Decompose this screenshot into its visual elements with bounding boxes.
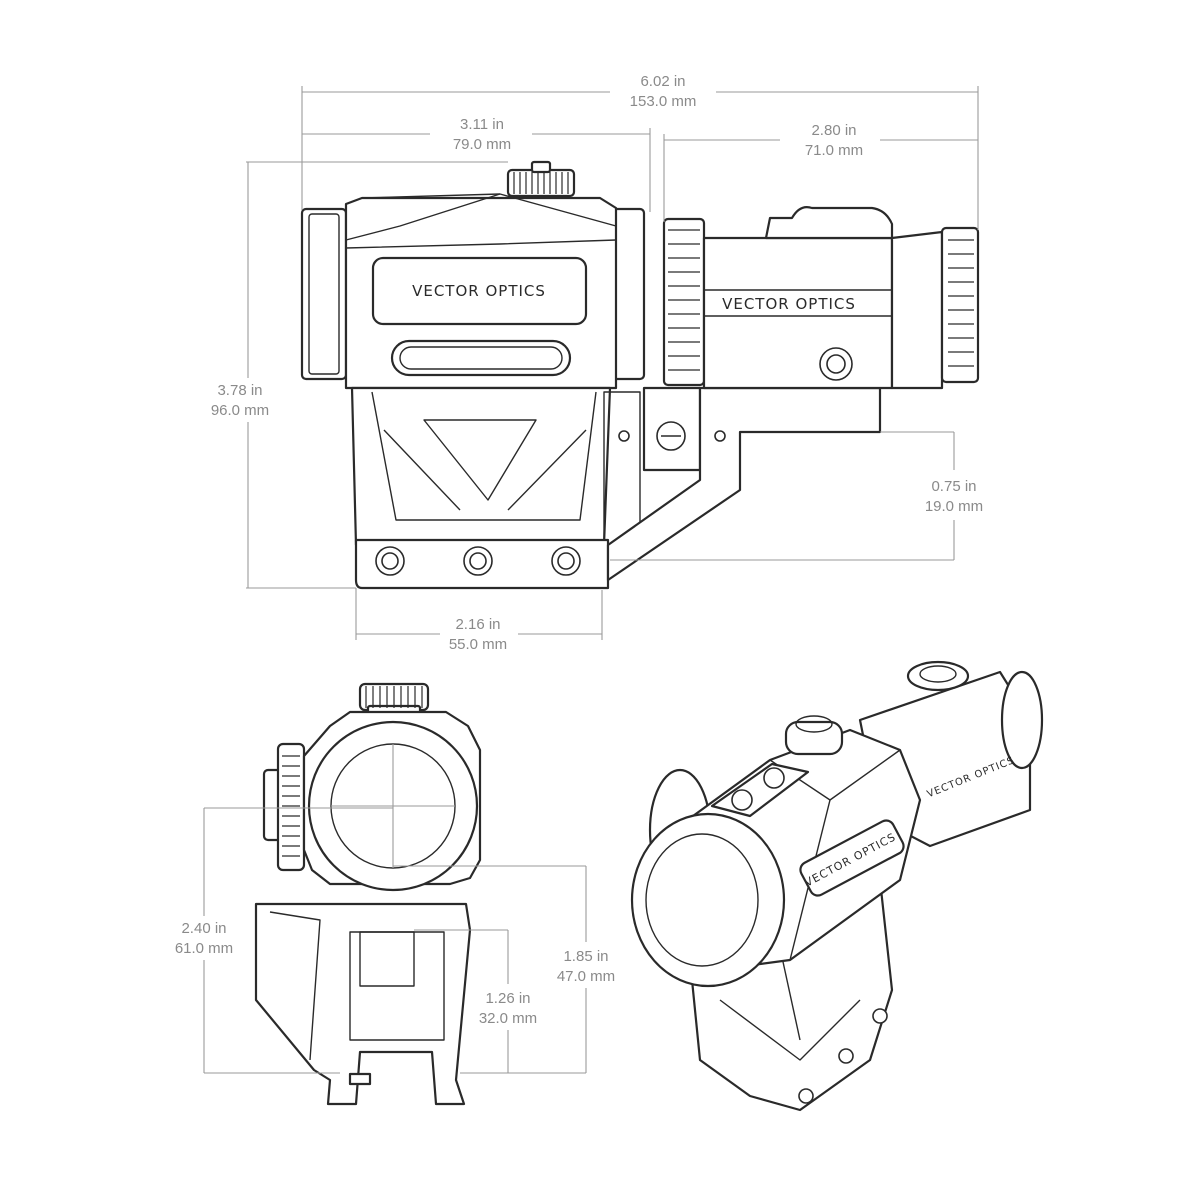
- isometric-view: VECTOR OPTICS VECTOR OPTICS: [630, 660, 1044, 1112]
- dim-flip-mount-height-imperial: 0.75 in: [931, 478, 976, 495]
- riser-mount: [350, 386, 612, 547]
- dim-overall-length-metric: 153.0 mm: [630, 93, 697, 110]
- dim-optical-axis-imperial: 1.85 in: [563, 948, 608, 965]
- iso-logo-panel: [799, 819, 905, 897]
- dim-magnifier-length-metric: 71.0 mm: [805, 142, 863, 159]
- dim-flip-mount-height-metric: 19.0 mm: [925, 498, 983, 515]
- side-logo-panel: [371, 256, 588, 326]
- front-view: [254, 682, 482, 1106]
- iso-front-lens: [645, 833, 759, 967]
- dim-mount-window-imperial: 1.26 in: [485, 990, 530, 1007]
- iso-top-turret: [784, 720, 844, 756]
- magnifier-logo-text: VECTOR OPTICS: [722, 295, 856, 313]
- magnifier-taper: [890, 230, 944, 390]
- dim-red-dot-length-imperial: 3.11 in: [460, 116, 504, 133]
- side-view-dimensions: 6.02 in 153.0 mm 3.11 in 79.0 mm 2.80 in…: [211, 73, 983, 653]
- magnifier-tube: [702, 236, 894, 390]
- dim-optical-axis-metric: 47.0 mm: [557, 968, 615, 985]
- side-turret: [276, 742, 306, 872]
- dim-overall-height-metric: 96.0 mm: [211, 402, 269, 419]
- side-slot: [390, 339, 572, 377]
- side-view-magnifier: VECTOR OPTICS: [606, 206, 980, 582]
- magnifier-eyepiece: [940, 226, 980, 384]
- dim-optical-axis-total-imperial: 2.40 in: [181, 920, 226, 937]
- dim-mount-window-metric: 32.0 mm: [479, 1010, 537, 1027]
- flip-mount-arm: [606, 386, 882, 582]
- magnifier-saddle: [764, 206, 894, 240]
- side-view-red-dot: VECTOR OPTICS: [300, 160, 646, 590]
- dim-overall-length-imperial: 6.02 in: [640, 73, 685, 90]
- dim-red-dot-length-metric: 79.0 mm: [453, 136, 511, 153]
- dim-magnifier-length-imperial: 2.80 in: [811, 122, 856, 139]
- iso-front-ring: [630, 812, 786, 988]
- front-view-dimensions: 2.40 in 61.0 mm 1.85 in 47.0 mm 1.26 in …: [175, 807, 615, 1074]
- dim-mount-base-width-imperial: 2.16 in: [455, 616, 500, 633]
- dim-optical-axis-total-metric: 61.0 mm: [175, 940, 233, 957]
- side-logo-text: VECTOR OPTICS: [412, 282, 546, 300]
- front-mount: [254, 902, 472, 1106]
- dim-mount-base-width-metric: 55.0 mm: [449, 636, 507, 653]
- top-turret: [506, 168, 576, 198]
- iso-magnifier-eyepiece: [1000, 670, 1044, 770]
- dim-overall-height-imperial: 3.78 in: [217, 382, 262, 399]
